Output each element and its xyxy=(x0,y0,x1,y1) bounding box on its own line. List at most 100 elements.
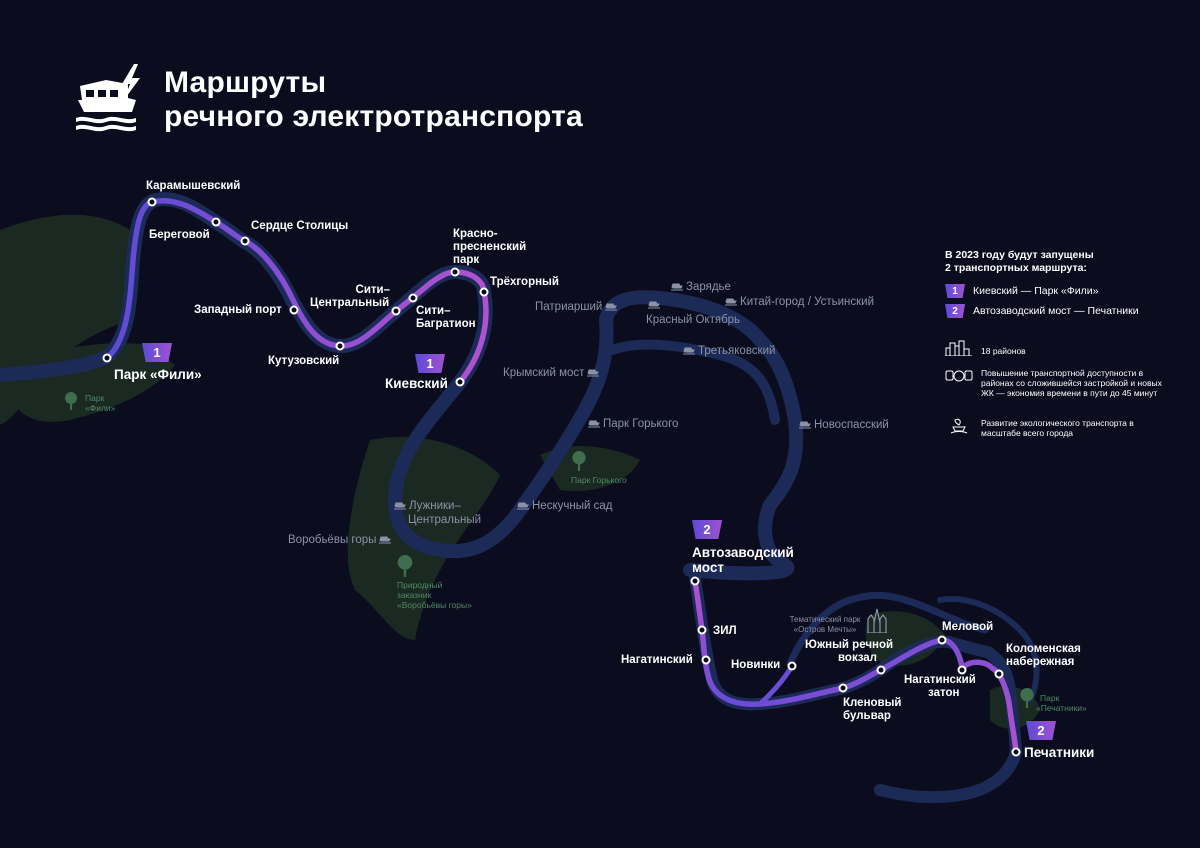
tree-icon xyxy=(65,392,77,410)
ferry-icon xyxy=(725,298,737,306)
station-pechatniki[interactable]: Печатники xyxy=(1024,745,1095,760)
station-novinki[interactable]: Новинки xyxy=(731,659,781,671)
station-klenovy-bulvar-line2[interactable]: бульвар xyxy=(843,710,891,722)
station-dot-yuzhny[interactable] xyxy=(876,665,886,675)
pier-krasny-oktyabr[interactable] xyxy=(645,299,663,312)
station-serdtse-stolitsy[interactable]: Сердце Столицы xyxy=(251,220,349,232)
park-fili-label-1: Парк xyxy=(85,393,105,403)
legend-heading: В 2023 году будут запущены 2 транспортны… xyxy=(945,249,1094,275)
legend-route-1[interactable]: 1 Киевский — Парк «Фили» xyxy=(945,284,1098,298)
station-kolomenskaya-line1[interactable]: Коломенская xyxy=(1006,643,1081,655)
station-krasnopresnensky-line1[interactable]: Красно- xyxy=(453,228,498,240)
station-kutuzovsky[interactable]: Кутузовский xyxy=(268,355,340,367)
ferry-icon xyxy=(394,502,406,510)
pier-park-gorkogo-label: Парк Горького xyxy=(603,418,679,430)
station-krasnopresnensky-line2[interactable]: пресненский xyxy=(453,241,527,253)
station-klenovy-bulvar-line1[interactable]: Кленовый xyxy=(843,697,902,709)
legend-route-1-badge: 1 xyxy=(945,284,965,298)
ferry-icon xyxy=(517,502,529,510)
station-avtozavodsky-most-line2[interactable]: мост xyxy=(692,560,724,575)
pier-luzhniki[interactable]: Лужники– xyxy=(391,500,461,513)
station-zapadny-port[interactable]: Западный порт xyxy=(194,304,282,316)
route-1-badge-kievsky: 1 xyxy=(415,354,445,373)
ferry-icon xyxy=(648,301,660,309)
ferry-icon xyxy=(683,347,695,355)
pier-kitay-gorod[interactable]: Китай-город / Устьинский xyxy=(722,296,874,309)
pier-vorobyovy-gory[interactable]: Воробьёвы горы xyxy=(288,534,394,547)
pier-tretyakovsky[interactable]: Третьяковский xyxy=(680,345,775,358)
title-line-1: Маршруты xyxy=(164,66,327,99)
pier-novospassky-label: Новоспасский xyxy=(814,419,889,431)
station-nagatinsky-zaton-line2[interactable]: затон xyxy=(928,687,960,699)
station-dot-fili[interactable] xyxy=(102,353,112,363)
station-nagatinsky-zaton-line1[interactable]: Нагатинский xyxy=(904,674,976,686)
station-trekhgorny[interactable]: Трёхгорный xyxy=(490,276,559,288)
station-dot-kolom[interactable] xyxy=(994,669,1004,679)
station-kievsky[interactable]: Киевский xyxy=(385,376,448,391)
station-melovoy[interactable]: Меловой xyxy=(942,621,994,633)
station-dot-zil[interactable] xyxy=(697,625,707,635)
page-title: Маршруты речного электротранспорта xyxy=(164,66,583,134)
title-line-2: речного электротранспорта xyxy=(164,100,583,133)
pier-neskuchny-sad[interactable]: Нескучный сад xyxy=(514,500,612,513)
station-beregovoy[interactable]: Береговой xyxy=(149,229,210,241)
park-pechatniki-label-2: «Печатники» xyxy=(1036,703,1087,713)
legend-fact-districts-text: 18 районов xyxy=(981,346,1026,356)
pier-luzhniki-label-2: Центральный xyxy=(408,514,482,526)
station-kolomenskaya-line2[interactable]: набережная xyxy=(1006,656,1075,668)
station-dot-nagatinsky[interactable] xyxy=(701,655,711,665)
station-avtozavodsky-most-line1[interactable]: Автозаводский xyxy=(692,545,794,560)
ferry-icon xyxy=(799,421,811,429)
station-nagatinsky[interactable]: Нагатинский xyxy=(621,654,693,666)
station-dot-pechatniki[interactable] xyxy=(1011,747,1021,757)
station-dot-avtozavod[interactable] xyxy=(690,576,700,586)
legend-fact-transport: Повышение транспортной доступности в рай… xyxy=(945,368,1165,398)
pier-kitay-gorod-label: Китай-город / Устьинский xyxy=(740,296,875,308)
pier-park-gorkogo[interactable]: Парк Горького xyxy=(585,418,678,431)
station-dot-serdtse[interactable] xyxy=(240,236,250,246)
pier-zaryadye[interactable]: Зарядье xyxy=(668,281,731,294)
station-siti-bagration-line1[interactable]: Сити– xyxy=(416,305,451,317)
pier-patriarshy[interactable]: Патриарший xyxy=(535,301,620,314)
station-yuzhny-vokzal-line1[interactable]: Южный речной xyxy=(805,639,894,651)
station-dot-trekhgorny[interactable] xyxy=(479,287,489,297)
eco-boat-icon xyxy=(950,418,968,434)
station-dot-karamyshevsky[interactable] xyxy=(147,197,157,207)
pier-krasny-oktyabr-label: Красный Октябрь xyxy=(646,314,741,326)
legend-route-2-badge: 2 xyxy=(945,304,965,318)
park-vorobyovy-label-2: заказник xyxy=(397,590,432,600)
station-zil[interactable]: ЗИЛ xyxy=(713,625,737,637)
station-dot-zapadny[interactable] xyxy=(289,305,299,315)
pier-novospassky[interactable]: Новоспасский xyxy=(796,419,889,432)
station-dot-kievsky[interactable] xyxy=(455,377,465,387)
station-dot-beregovoy[interactable] xyxy=(211,217,221,227)
route-2-badge-avtozavod: 2 xyxy=(692,520,722,539)
station-dot-krasno[interactable] xyxy=(450,267,460,277)
station-dot-klenovy[interactable] xyxy=(838,683,848,693)
station-siti-tsentralny-line2[interactable]: Центральный xyxy=(310,297,390,309)
transport-icon xyxy=(945,370,973,382)
station-dot-kutuzovsky[interactable] xyxy=(335,341,345,351)
legend-route-2-label: Автозаводский мост — Печатники xyxy=(973,305,1139,317)
station-dot-siti-c[interactable] xyxy=(391,306,401,316)
station-siti-bagration-line2[interactable]: Багратион xyxy=(416,318,476,330)
station-dot-melovoy[interactable] xyxy=(937,635,947,645)
station-karamyshevsky[interactable]: Карамышевский xyxy=(146,180,241,192)
electric-boat-logo-icon xyxy=(76,64,140,132)
station-krasnopresnensky-line3[interactable]: парк xyxy=(453,254,480,266)
pier-tretyakovsky-label: Третьяковский xyxy=(698,345,776,357)
legend-heading-line1: В 2023 году будут запущены xyxy=(945,249,1094,261)
station-yuzhny-vokzal-line2[interactable]: вокзал xyxy=(838,652,877,664)
station-dot-novinki[interactable] xyxy=(787,661,797,671)
pier-krymsky-most[interactable]: Крымский мост xyxy=(503,367,602,380)
tree-icon xyxy=(1020,688,1034,708)
station-dot-siti-b[interactable] xyxy=(408,293,418,303)
station-siti-tsentralny-line1[interactable]: Сити– xyxy=(355,284,390,296)
tree-icon xyxy=(397,555,413,577)
station-park-fili[interactable]: Парк «Фили» xyxy=(114,367,202,382)
park-vorobyovy-label-1: Природный xyxy=(397,580,443,590)
station-dot-zaton[interactable] xyxy=(957,665,967,675)
legend-route-2[interactable]: 2 Автозаводский мост — Печатники xyxy=(945,304,1139,318)
park-pechatniki-label-1: Парк xyxy=(1040,693,1060,703)
